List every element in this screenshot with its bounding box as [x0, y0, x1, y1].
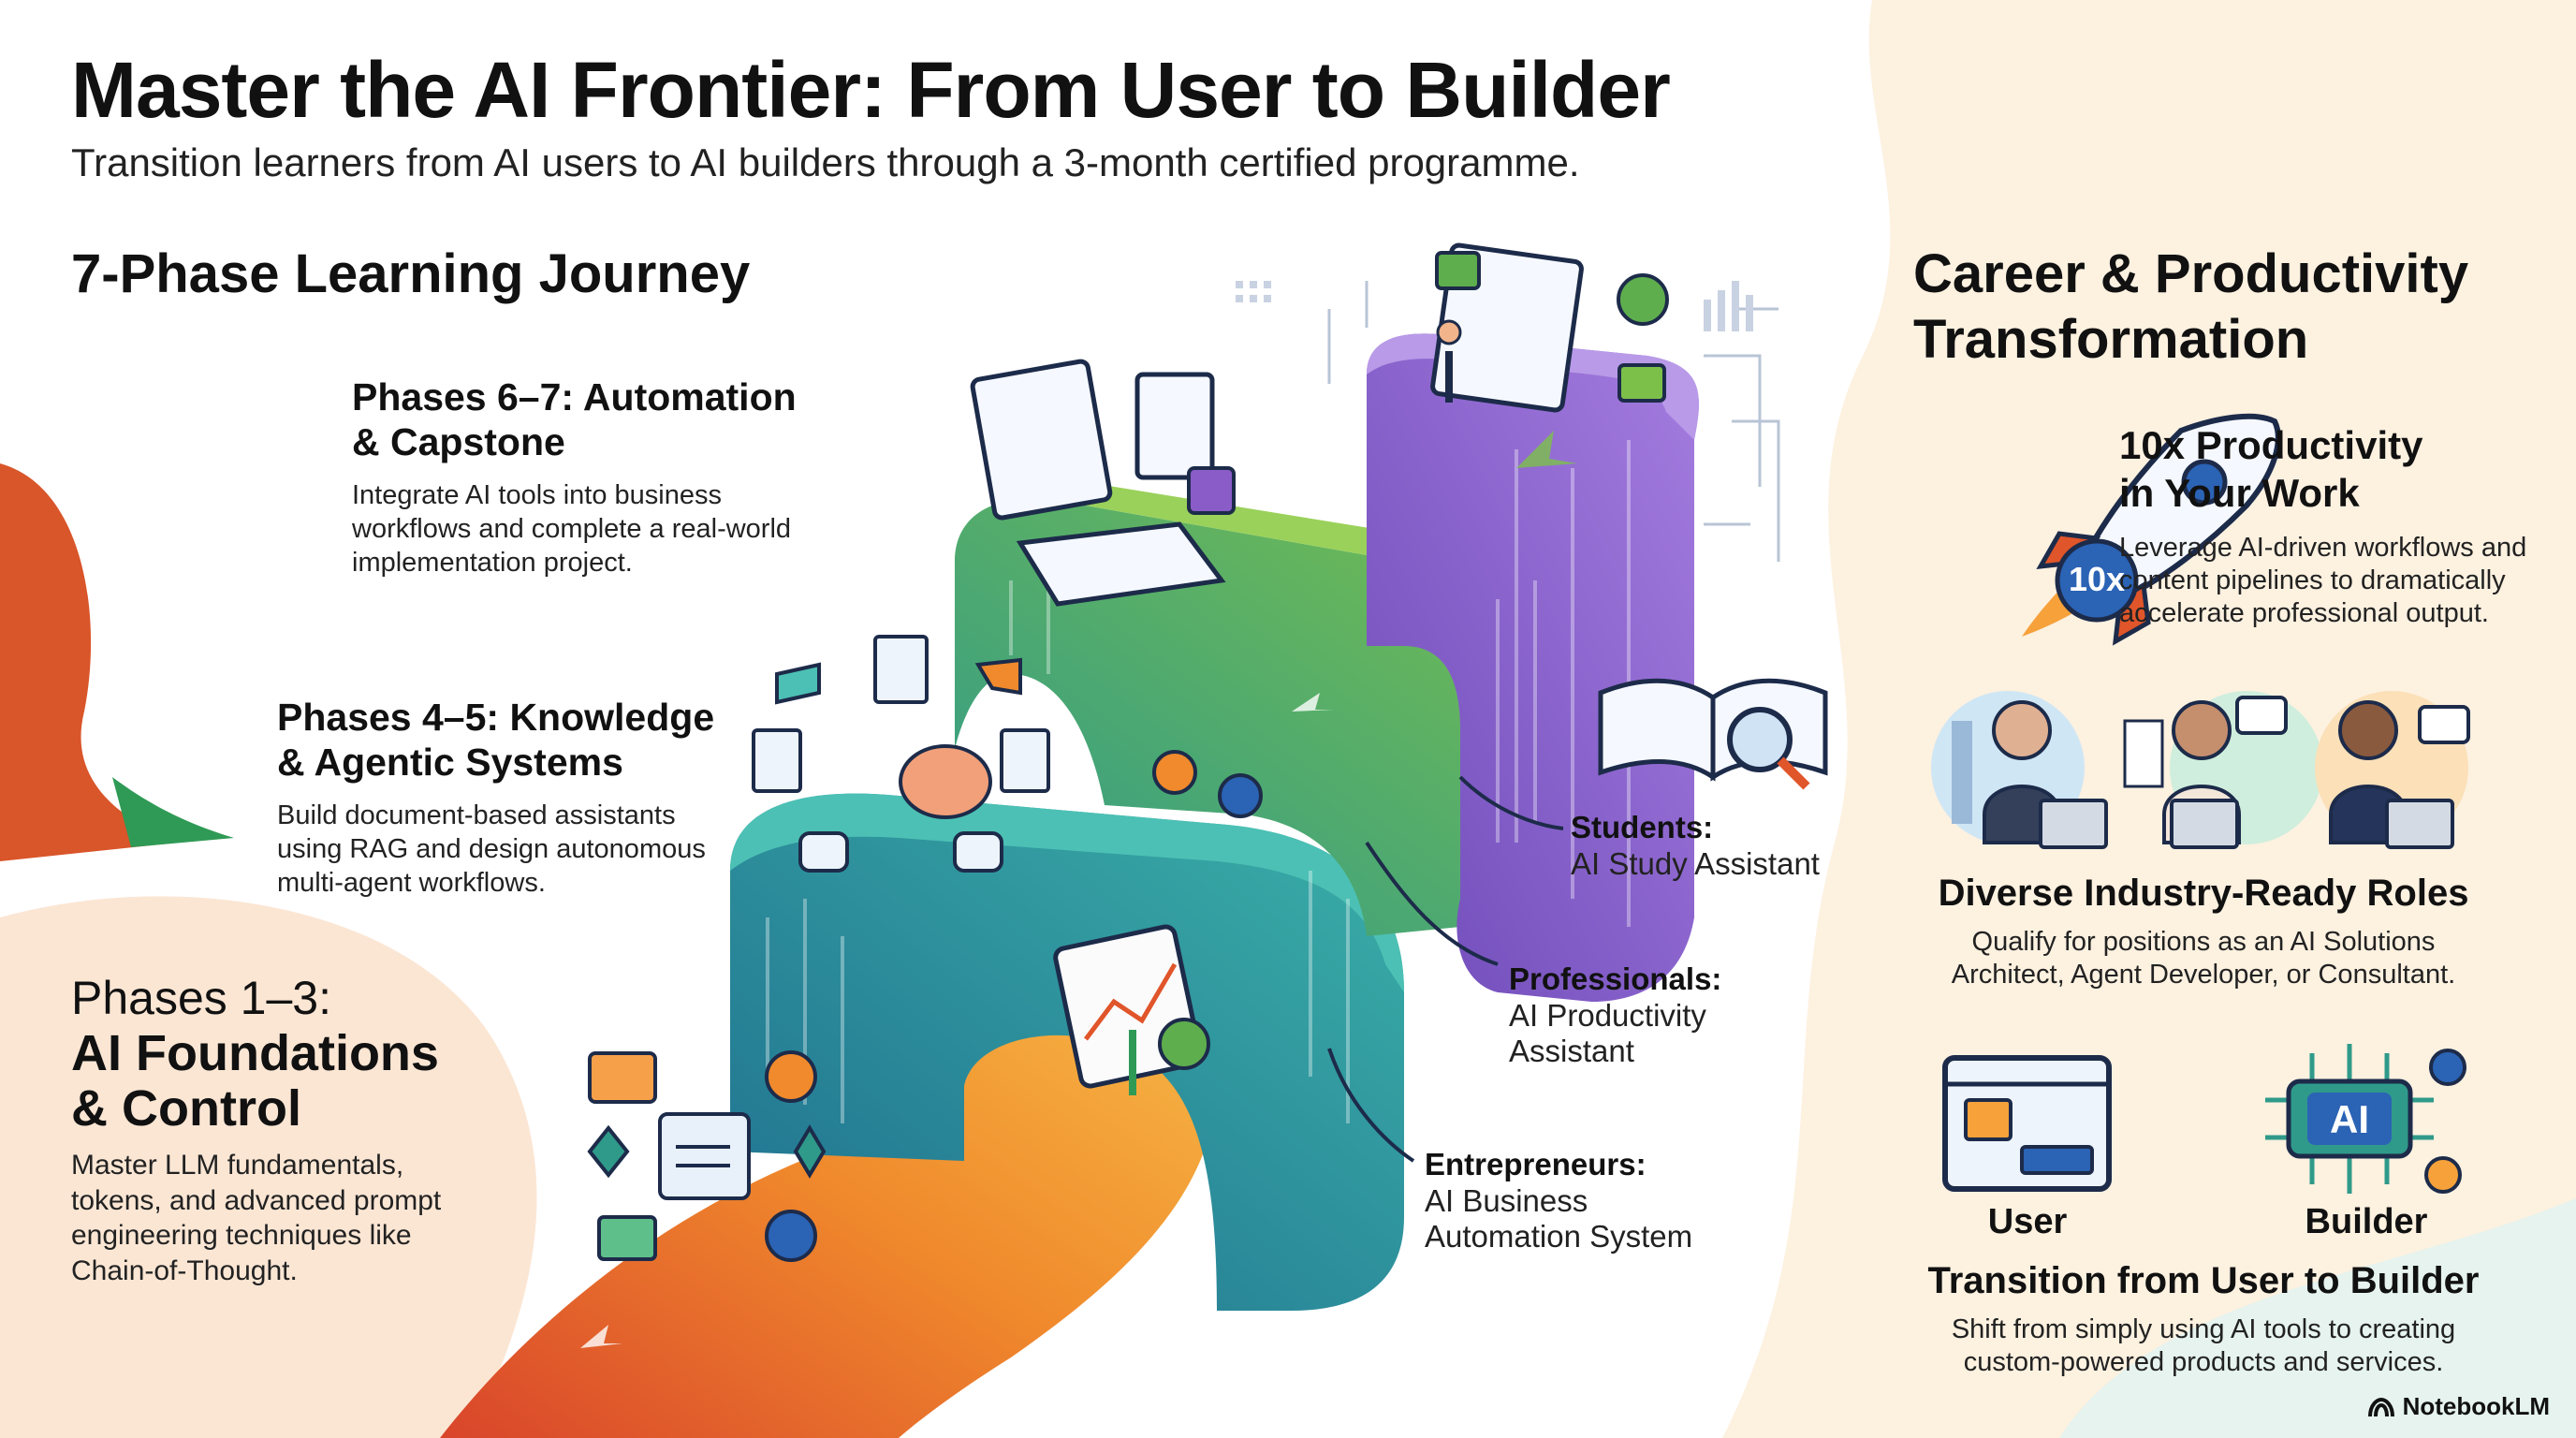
- ramp-capstone: [1367, 333, 1699, 1002]
- productivity-badge: 10x: [2068, 560, 2126, 598]
- audience-entrepreneurs-title: Entrepreneurs:: [1425, 1147, 1647, 1181]
- workspace-illustration: [970, 359, 1236, 607]
- phase-6-7-title-line2: & Capstone: [352, 420, 565, 464]
- left-swoosh-orange: [0, 463, 178, 861]
- phase-1-3-title-line2: & Control: [71, 1079, 301, 1137]
- productivity-desc-line1: Leverage AI-driven workflows and: [2119, 533, 2527, 564]
- phase-1-3-desc-line2: tokens, and advanced prompt: [71, 1184, 442, 1216]
- left-swoosh-green: [112, 777, 234, 847]
- user-label: User: [1987, 1202, 2068, 1241]
- career-heading: Career & Productivity Transformation: [1913, 242, 2468, 372]
- page-title: Master the AI Frontier: From User to Bui…: [71, 46, 1671, 134]
- productivity-title-line1: 10x Productivity: [2119, 423, 2423, 467]
- audience-professionals: Professionals: AI Productivity Assistant: [1509, 961, 1721, 1068]
- career-heading-line1: Career & Productivity: [1913, 243, 2469, 304]
- phase-6-7-desc-line2: workflows and complete a real-world: [352, 514, 792, 544]
- page-subtitle: Transition learners from AI users to AI …: [71, 140, 1580, 184]
- bg-blob-left: [0, 896, 537, 1438]
- productivity-desc-line3: accelerate professional output.: [2119, 598, 2489, 629]
- bg-blob-right: [1722, 0, 2576, 1438]
- transition-card: Transition from User to Builder Shift fr…: [1913, 1258, 2494, 1378]
- productivity-title-line2: in Your Work: [2119, 471, 2360, 516]
- audience-professionals-desc-line2: Assistant: [1509, 1033, 1634, 1068]
- audience-professionals-title: Professionals:: [1509, 961, 1722, 996]
- phase-1-3-title-line1: AI Foundations: [71, 1024, 439, 1081]
- chart-board-illustration: [1053, 924, 1210, 1095]
- brand-watermark: NotebookLM: [2367, 1392, 2550, 1421]
- audience-entrepreneurs-desc-line2: Automation System: [1425, 1218, 1693, 1254]
- phase-4-5-title-line1: Phases 4–5: Knowledge: [277, 696, 715, 739]
- phase-4-5-title-line2: & Agentic Systems: [277, 741, 623, 785]
- audience-entrepreneurs-desc-line1: AI Business: [1425, 1182, 1588, 1218]
- ramp-phase-1-3: [440, 914, 1219, 1438]
- notebooklm-logo-icon: [2367, 1397, 2394, 1416]
- builder-label: Builder: [2305, 1202, 2428, 1241]
- roles-illustration: [1931, 691, 2470, 849]
- capstone-dashboard-illustration: [1430, 242, 1669, 413]
- agent-network-illustration: [752, 635, 1263, 873]
- bg-blob-right-teal: [2059, 1198, 2576, 1438]
- roles-card: Diverse Industry-Ready Roles Qualify for…: [1913, 871, 2494, 990]
- ramp-phase-4-5: [730, 793, 1404, 1311]
- audience-students-title: Students:: [1571, 810, 1714, 844]
- phase-1-3-desc-line1: Master LLM fundamentals,: [71, 1150, 404, 1181]
- journey-heading: 7-Phase Learning Journey: [71, 243, 751, 304]
- productivity-card: 10x Productivity in Your Work Leverage A…: [2119, 421, 2531, 630]
- phase-1-3-desc-line3: engineering techniques like: [71, 1220, 412, 1252]
- audience-students: Students: AI Study Assistant: [1571, 809, 1820, 882]
- phase-1-3-desc-line4: Chain-of-Thought.: [71, 1255, 298, 1286]
- brand-name: NotebookLM: [2402, 1392, 2550, 1420]
- transition-desc-line1: Shift from simply using AI tools to crea…: [1951, 1313, 2456, 1344]
- phase-4-5-block: Phases 4–5: Knowledge & Agentic Systems …: [277, 695, 764, 901]
- phase-1-3-block: Phases 1–3: AI Foundations & Control Mas…: [71, 972, 558, 1288]
- rocket-icon: [2022, 413, 2281, 646]
- phase-6-7-title-line1: Phases 6–7: Automation: [352, 375, 797, 418]
- ai-chip-label: AI: [2330, 1097, 2369, 1141]
- audience-entrepreneurs: Entrepreneurs: AI Business Automation Sy…: [1425, 1146, 1692, 1254]
- roles-desc-line2: Architect, Agent Developer, or Consultan…: [1951, 959, 2456, 990]
- roles-title: Diverse Industry-Ready Roles: [1938, 873, 2469, 914]
- phase-4-5-desc-line2: using RAG and design autonomous: [277, 834, 706, 864]
- transition-desc-line2: custom-powered products and services.: [1963, 1346, 2444, 1377]
- phase-6-7-desc-line1: Integrate AI tools into business: [352, 479, 722, 510]
- phase-1-3-label: Phases 1–3:: [71, 972, 331, 1024]
- book-icon-illustration: [1598, 678, 1828, 790]
- phase-4-5-desc-line1: Build document-based assistants: [277, 800, 676, 830]
- career-heading-line2: Transformation: [1913, 308, 2309, 370]
- audience-professionals-desc-line1: AI Productivity: [1509, 997, 1706, 1033]
- phase-4-5-desc-line3: multi-agent workflows.: [277, 868, 546, 899]
- productivity-desc-line2: content pipelines to dramatically: [2119, 565, 2506, 596]
- roles-desc-line1: Qualify for positions as an AI Solutions: [1971, 926, 2436, 957]
- user-window-icon: [1942, 1055, 2112, 1192]
- transition-title: Transition from User to Builder: [1927, 1260, 2480, 1301]
- audience-students-desc: AI Study Assistant: [1571, 845, 1820, 881]
- flow-diagram-illustration: [587, 1050, 827, 1262]
- phase-6-7-block: Phases 6–7: Automation & Capstone Integr…: [352, 374, 876, 580]
- ai-chip-icon: [2265, 1044, 2466, 1194]
- phase-6-7-desc-line3: implementation project.: [352, 548, 633, 579]
